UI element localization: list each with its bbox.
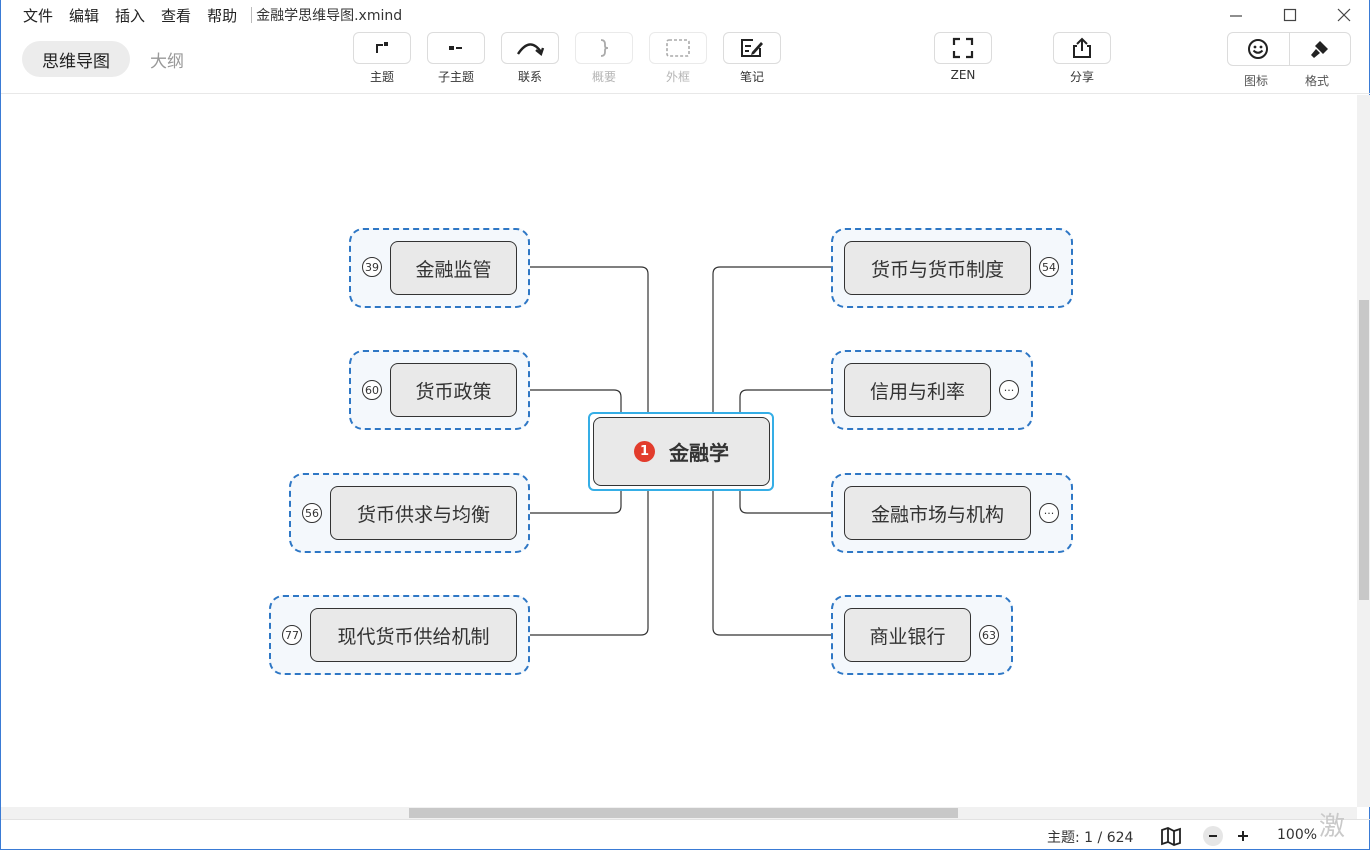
zen-label: ZEN (950, 68, 976, 82)
relationship-tool[interactable]: 联系 (500, 32, 560, 85)
topic-icon (376, 42, 388, 53)
collapsed-count-badge[interactable]: 54 (1039, 257, 1059, 277)
topic-count-status: 主题: 1 / 624 (1047, 830, 1134, 846)
topic-money-supply-demand[interactable]: 货币供求与均衡 (330, 486, 517, 540)
view-switch: 思维导图 大纲 (22, 41, 204, 77)
maximize-button[interactable] (1263, 0, 1317, 30)
format-panel-button[interactable] (1288, 33, 1351, 65)
maximize-icon (1283, 8, 1297, 22)
share-label: 分享 (1069, 70, 1094, 84)
smiley-icon (1248, 39, 1269, 59)
topic-financial-regulation[interactable]: 金融监管 (390, 241, 517, 295)
boundary-icon (666, 39, 690, 57)
tab-outline[interactable]: 大纲 (150, 51, 184, 72)
close-icon (1337, 8, 1351, 22)
relationship-label: 联系 (517, 70, 542, 84)
menu-view[interactable]: 查看 (161, 6, 192, 25)
menu-help[interactable]: 帮助 (207, 6, 238, 25)
close-button[interactable] (1317, 0, 1370, 30)
central-topic-label: 金融学 (669, 441, 729, 465)
summary-label: 概要 (591, 70, 616, 84)
menu-edit[interactable]: 编辑 (69, 6, 100, 25)
collapsed-count-badge[interactable]: 56 (302, 503, 322, 523)
collapsed-count-badge[interactable]: 60 (362, 380, 382, 400)
topic-money-supply-mechanism[interactable]: 现代货币供给机制 (310, 608, 517, 662)
document-title: 金融学思维导图.xmind (256, 8, 403, 24)
zoom-out-button[interactable] (1203, 826, 1223, 846)
zoom-level[interactable]: 100% (1277, 827, 1318, 843)
menu-file[interactable]: 文件 (23, 6, 54, 25)
zen-fullscreen-icon (952, 37, 974, 59)
menu-bar: 文件 编辑 插入 查看 帮助 金融学思维导图.xmind (1, 0, 1370, 30)
menu-insert[interactable]: 插入 (115, 6, 146, 25)
map-view-icon[interactable] (1160, 826, 1182, 846)
notes-button[interactable] (723, 32, 781, 64)
subtopic-tool[interactable]: 子主题 (426, 32, 486, 85)
icon-format-group (1227, 32, 1351, 66)
share-icon (1073, 37, 1091, 58)
icon-label: 图标 (1244, 74, 1269, 88)
topic-money-and-monetary-system[interactable]: 货币与货币制度 (844, 241, 1031, 295)
title-separator (251, 7, 253, 23)
summary-brace-icon (600, 39, 609, 57)
zoom-in-button[interactable] (1233, 826, 1253, 846)
subtopic-button[interactable] (427, 32, 485, 64)
subtopic-label: 子主题 (437, 70, 474, 84)
horizontal-scroll-thumb[interactable] (409, 808, 958, 818)
icon-panel-button[interactable] (1228, 33, 1289, 65)
status-bar: 主题: 1 / 624 100% (1, 819, 1370, 850)
boundary-tool[interactable]: 外框 (648, 32, 708, 85)
topic-button[interactable] (353, 32, 411, 64)
window-controls (1209, 0, 1370, 30)
collapsed-count-badge[interactable]: 77 (282, 625, 302, 645)
minimize-icon (1230, 15, 1242, 17)
notes-label: 笔记 (739, 70, 764, 84)
plus-icon (1238, 831, 1248, 841)
notes-icon (741, 39, 763, 57)
notes-tool[interactable]: 笔记 (722, 32, 782, 85)
relationship-button[interactable] (501, 32, 559, 64)
central-topic[interactable]: 1 金融学 (593, 417, 770, 486)
topic-label: 主题 (369, 70, 394, 84)
collapsed-count-badge[interactable]: 39 (362, 257, 382, 277)
collapse-toggle[interactable]: ··· (999, 380, 1019, 400)
topic-credit-and-interest[interactable]: 信用与利率 (844, 363, 991, 417)
subtopic-icon (449, 46, 462, 50)
relationship-icon (517, 43, 545, 57)
format-label: 格式 (1305, 74, 1330, 88)
vertical-scroll-thumb[interactable] (1359, 300, 1369, 600)
boundary-label: 外框 (665, 70, 690, 84)
topic-tool[interactable]: 主题 (352, 32, 412, 85)
zen-tool[interactable]: ZEN (933, 32, 993, 82)
topic-financial-markets-institutions[interactable]: 金融市场与机构 (844, 486, 1031, 540)
share-button[interactable] (1053, 32, 1111, 64)
collapse-toggle[interactable]: ··· (1039, 503, 1059, 523)
topic-monetary-policy[interactable]: 货币政策 (390, 363, 517, 417)
tab-mind-map[interactable]: 思维导图 (22, 41, 130, 77)
collapsed-count-badge[interactable]: 63 (979, 625, 999, 645)
summary-tool[interactable]: 概要 (574, 32, 634, 85)
activation-watermark: 激活 (1319, 812, 1346, 850)
minimize-button[interactable] (1209, 0, 1263, 30)
toolbar: 思维导图 大纲 主题 子主题 联系 概要 (1, 30, 1370, 94)
share-tool[interactable]: 分享 (1052, 32, 1112, 85)
priority-1-icon: 1 (634, 441, 655, 462)
format-brush-icon (1310, 41, 1328, 58)
topic-commercial-banks[interactable]: 商业银行 (844, 608, 971, 662)
mind-map-canvas[interactable]: 金融监管 39 货币政策 60 货币供求与均衡 56 现代货币供给机制 77 货… (1, 95, 1357, 807)
minus-icon (1209, 835, 1217, 837)
zen-button[interactable] (934, 32, 992, 64)
summary-button[interactable] (575, 32, 633, 64)
boundary-button[interactable] (649, 32, 707, 64)
